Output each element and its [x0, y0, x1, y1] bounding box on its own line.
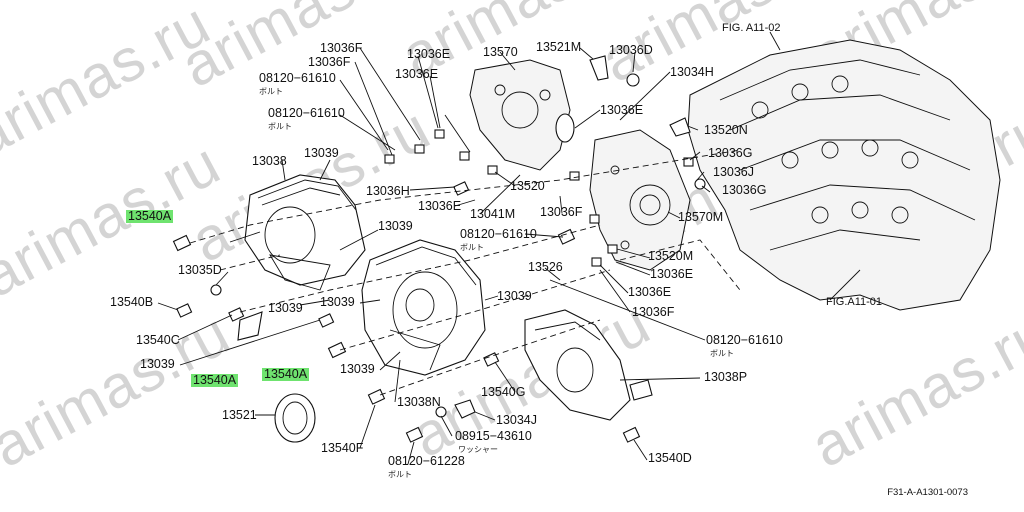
part-label-13041M: 13041M [470, 207, 516, 221]
bolts [172, 73, 706, 443]
part-label-13036J: 13036J [713, 165, 755, 179]
part-label-13039: 13039 [268, 301, 303, 315]
part-label-13540C: 13540C [136, 333, 180, 347]
part-label-08120-61610: 08120−61610 [268, 106, 345, 120]
part-label-13039: 13039 [140, 357, 175, 371]
part-label-13035D: 13035D [178, 263, 222, 277]
part-label-13039: 13039 [304, 146, 339, 160]
bolt-sub-label: ボルト [710, 349, 734, 358]
part-label-13540B: 13540B [110, 295, 154, 309]
bolt-sub-label: ボルト [388, 470, 412, 479]
part-label-13521M: 13521M [536, 40, 582, 54]
timing-plate-upper [469, 59, 575, 171]
part-label-13540A-highlighted: 13540A [126, 209, 174, 223]
part-label-13038N: 13038N [397, 395, 441, 409]
part-label-13039: 13039 [340, 362, 375, 376]
part-label-13039: 13039 [320, 295, 355, 309]
part-label-13036H: 13036H [366, 184, 410, 198]
part-label-13036E: 13036E [418, 199, 462, 213]
oil-seal [274, 393, 316, 443]
part-label-13540A-highlighted: 13540A [262, 367, 310, 381]
leader-lines [157, 31, 861, 465]
part-label-13540D: 13540D [648, 451, 692, 465]
lower-timing-cover [361, 239, 486, 376]
figure-ref-top: FIG. A11-02 [722, 22, 781, 34]
part-label-13540G: 13540G [481, 385, 526, 399]
part-label-13526: 13526 [528, 260, 563, 274]
part-label-13038P: 13038P [704, 370, 748, 384]
part-label-13036F: 13036F [632, 305, 675, 319]
part-label-13036E: 13036E [395, 67, 439, 81]
part-label-08120-61610: 08120−61610 [706, 333, 783, 347]
upper-timing-cover [244, 174, 366, 291]
part-label-13038: 13038 [252, 154, 287, 168]
part-label-13036E: 13036E [407, 47, 451, 61]
part-label-13570M: 13570M [678, 210, 724, 224]
part-label-13521: 13521 [222, 408, 257, 422]
part-label-13034J: 13034J [496, 413, 538, 427]
part-label-13036F: 13036F [540, 205, 583, 219]
part-label-13570: 13570 [483, 45, 518, 59]
part-label-13036F: 13036F [308, 55, 351, 69]
part-label-13034H: 13034H [670, 65, 714, 79]
part-label-13039: 13039 [497, 289, 532, 303]
part-label-08120-61610: 08120−61610 [460, 227, 537, 241]
brackets [237, 55, 691, 419]
part-label-13520M: 13520M [648, 249, 694, 263]
bolt-sub-label: ボルト [268, 122, 292, 131]
part-label-13036E: 13036E [600, 103, 644, 117]
bottom-cover [524, 309, 631, 421]
part-label-08120-61228: 08120−61228 [388, 454, 465, 468]
part-label-13036E: 13036E [628, 285, 672, 299]
bolt-sub-label: ボルト [460, 243, 484, 252]
part-label-13540F: 13540F [321, 441, 364, 455]
part-label-13036F: 13036F [320, 41, 363, 55]
part-label-13036G: 13036G [708, 146, 753, 160]
part-label-13036E: 13036E [650, 267, 694, 281]
part-label-08120-61610: 08120−61610 [259, 71, 336, 85]
bolt-sub-label: ボルト [259, 87, 283, 96]
part-label-13520N: 13520N [704, 123, 748, 137]
part-label-13520: 13520 [510, 179, 545, 193]
figure-ref-bottom: FIG.A11-01 [826, 296, 883, 308]
washer-sub-label: ワッシャー [458, 445, 498, 454]
figure-code: F31-A-A1301-0073 [887, 487, 968, 498]
timing-plate-right [589, 129, 691, 271]
part-label-13036G: 13036G [722, 183, 767, 197]
part-label-08915-43610: 08915−43610 [455, 429, 532, 443]
part-label-13036D: 13036D [609, 43, 653, 57]
part-label-13039: 13039 [378, 219, 413, 233]
part-label-13540A-highlighted: 13540A [191, 373, 239, 387]
assembly-axes [189, 149, 741, 396]
engine-block [687, 39, 1001, 311]
